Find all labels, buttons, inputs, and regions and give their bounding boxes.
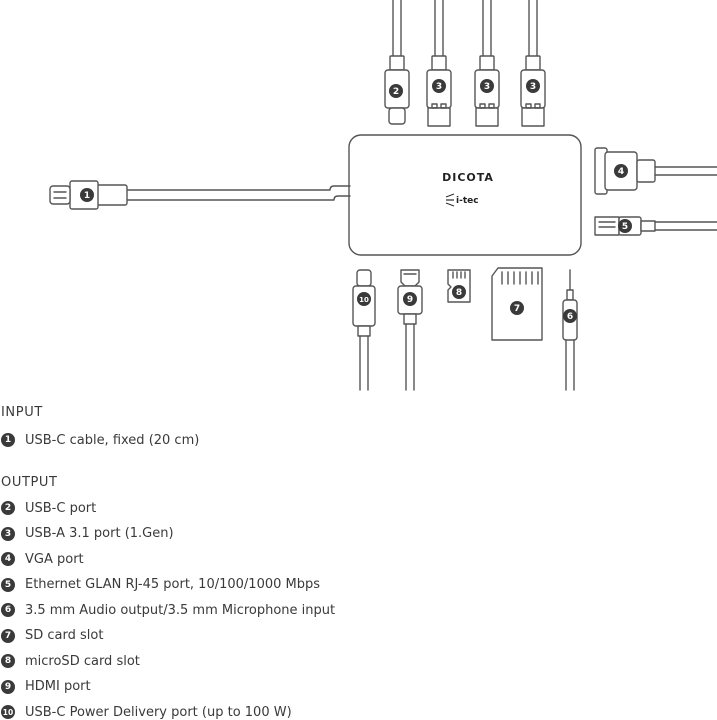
legend-item-label: USB-A 3.1 port (1.Gen) xyxy=(25,526,174,541)
usb-c-input-cable xyxy=(49,180,351,210)
number-badge: 3 xyxy=(1,526,15,541)
legend-item-label: HDMI port xyxy=(25,679,91,694)
legend-item-label: 3.5 mm Audio output/3.5 mm Microphone in… xyxy=(25,602,336,618)
i-tec-logo: i-tec xyxy=(445,193,479,207)
svg-text:3: 3 xyxy=(530,82,536,92)
number-badge: 7 xyxy=(1,628,15,643)
connection-diagram: DICOTA i-tec 1 2 3 3 3 4 5 6 7 8 9 10 xyxy=(49,0,717,391)
ethernet-cable xyxy=(594,216,717,236)
badge-4: 4 xyxy=(614,164,628,178)
usb-a-cable-2 xyxy=(474,0,500,127)
legend-item-7: 7 SD card slot xyxy=(1,628,103,644)
badge-3: 3 xyxy=(480,79,494,93)
number-badge: 10 xyxy=(1,705,15,719)
number-badge: 5 xyxy=(1,577,15,592)
svg-text:7: 7 xyxy=(514,304,520,314)
badge-7: 7 xyxy=(510,301,524,315)
svg-text:8: 8 xyxy=(456,288,462,298)
svg-text:1: 1 xyxy=(84,191,90,201)
legend-item-5: 5 Ethernet GLAN RJ-45 port, 10/100/1000 M… xyxy=(1,577,320,593)
number-badge: 1 xyxy=(1,433,15,447)
badge-8: 8 xyxy=(452,285,466,299)
svg-text:9: 9 xyxy=(407,295,413,305)
usb-a-cable-3 xyxy=(520,0,546,127)
svg-text:2: 2 xyxy=(393,87,399,97)
legend-item-9: 9 HDMI port xyxy=(1,679,91,695)
badge-5: 5 xyxy=(618,219,632,233)
legend-item-8: 8 microSD card slot xyxy=(1,653,140,669)
badge-3: 3 xyxy=(526,79,540,93)
badge-1: 1 xyxy=(80,188,94,202)
legend-item-1: 1 USB-C cable, fixed (20 cm) xyxy=(1,432,199,448)
legend-item-3: 3 USB-A 3.1 port (1.Gen) xyxy=(1,526,174,542)
number-badge: 6 xyxy=(1,603,15,617)
hub-body xyxy=(348,134,582,256)
number-badge: 4 xyxy=(1,552,15,566)
legend-item-label: USB-C port xyxy=(25,500,97,516)
svg-text:5: 5 xyxy=(622,222,628,232)
legend-item-label: USB-C cable, fixed (20 cm) xyxy=(25,432,200,448)
usb-c-pd-cable xyxy=(352,269,376,391)
legend-item-2: 2 USB-C port xyxy=(1,500,96,516)
brand-logo: DICOTA xyxy=(442,171,494,184)
output-title: OUTPUT xyxy=(1,475,58,490)
legend-item-4: 4 VGA port xyxy=(1,551,84,567)
svg-text:4: 4 xyxy=(618,167,624,177)
usb-a-cable-1 xyxy=(426,0,452,127)
input-title: INPUT xyxy=(1,405,43,420)
badge-9: 9 xyxy=(403,292,417,306)
svg-text:10: 10 xyxy=(359,296,369,304)
vga-cable xyxy=(594,147,717,195)
number-badge: 8 xyxy=(1,654,15,668)
legend-item-10: 10 USB-C Power Delivery port (up to 100 W… xyxy=(1,704,292,720)
audio-jack-cable xyxy=(562,269,578,391)
usb-c-port-cable xyxy=(384,0,410,125)
legend-item-label: SD card slot xyxy=(25,628,104,643)
number-badge: 9 xyxy=(1,679,15,694)
legend-item-6: 6 3.5 mm Audio output/3.5 mm Microphone i… xyxy=(1,602,335,618)
hdmi-cable xyxy=(397,269,423,391)
badge-6: 6 xyxy=(563,309,577,323)
legend-item-label: Ethernet GLAN RJ-45 port, 10/100/1000 Mb… xyxy=(25,577,321,592)
legend-item-label: USB-C Power Delivery port (up to 100 W) xyxy=(25,704,292,720)
svg-text:3: 3 xyxy=(436,82,442,92)
badge-3: 3 xyxy=(432,79,446,93)
legend-item-label: microSD card slot xyxy=(25,653,140,669)
legend-item-label: VGA port xyxy=(25,551,84,567)
badge-2: 2 xyxy=(389,84,403,98)
svg-text:i-tec: i-tec xyxy=(456,196,479,206)
badge-10: 10 xyxy=(357,292,371,306)
svg-text:6: 6 xyxy=(567,312,573,322)
number-badge: 2 xyxy=(1,501,15,515)
svg-text:3: 3 xyxy=(484,82,490,92)
